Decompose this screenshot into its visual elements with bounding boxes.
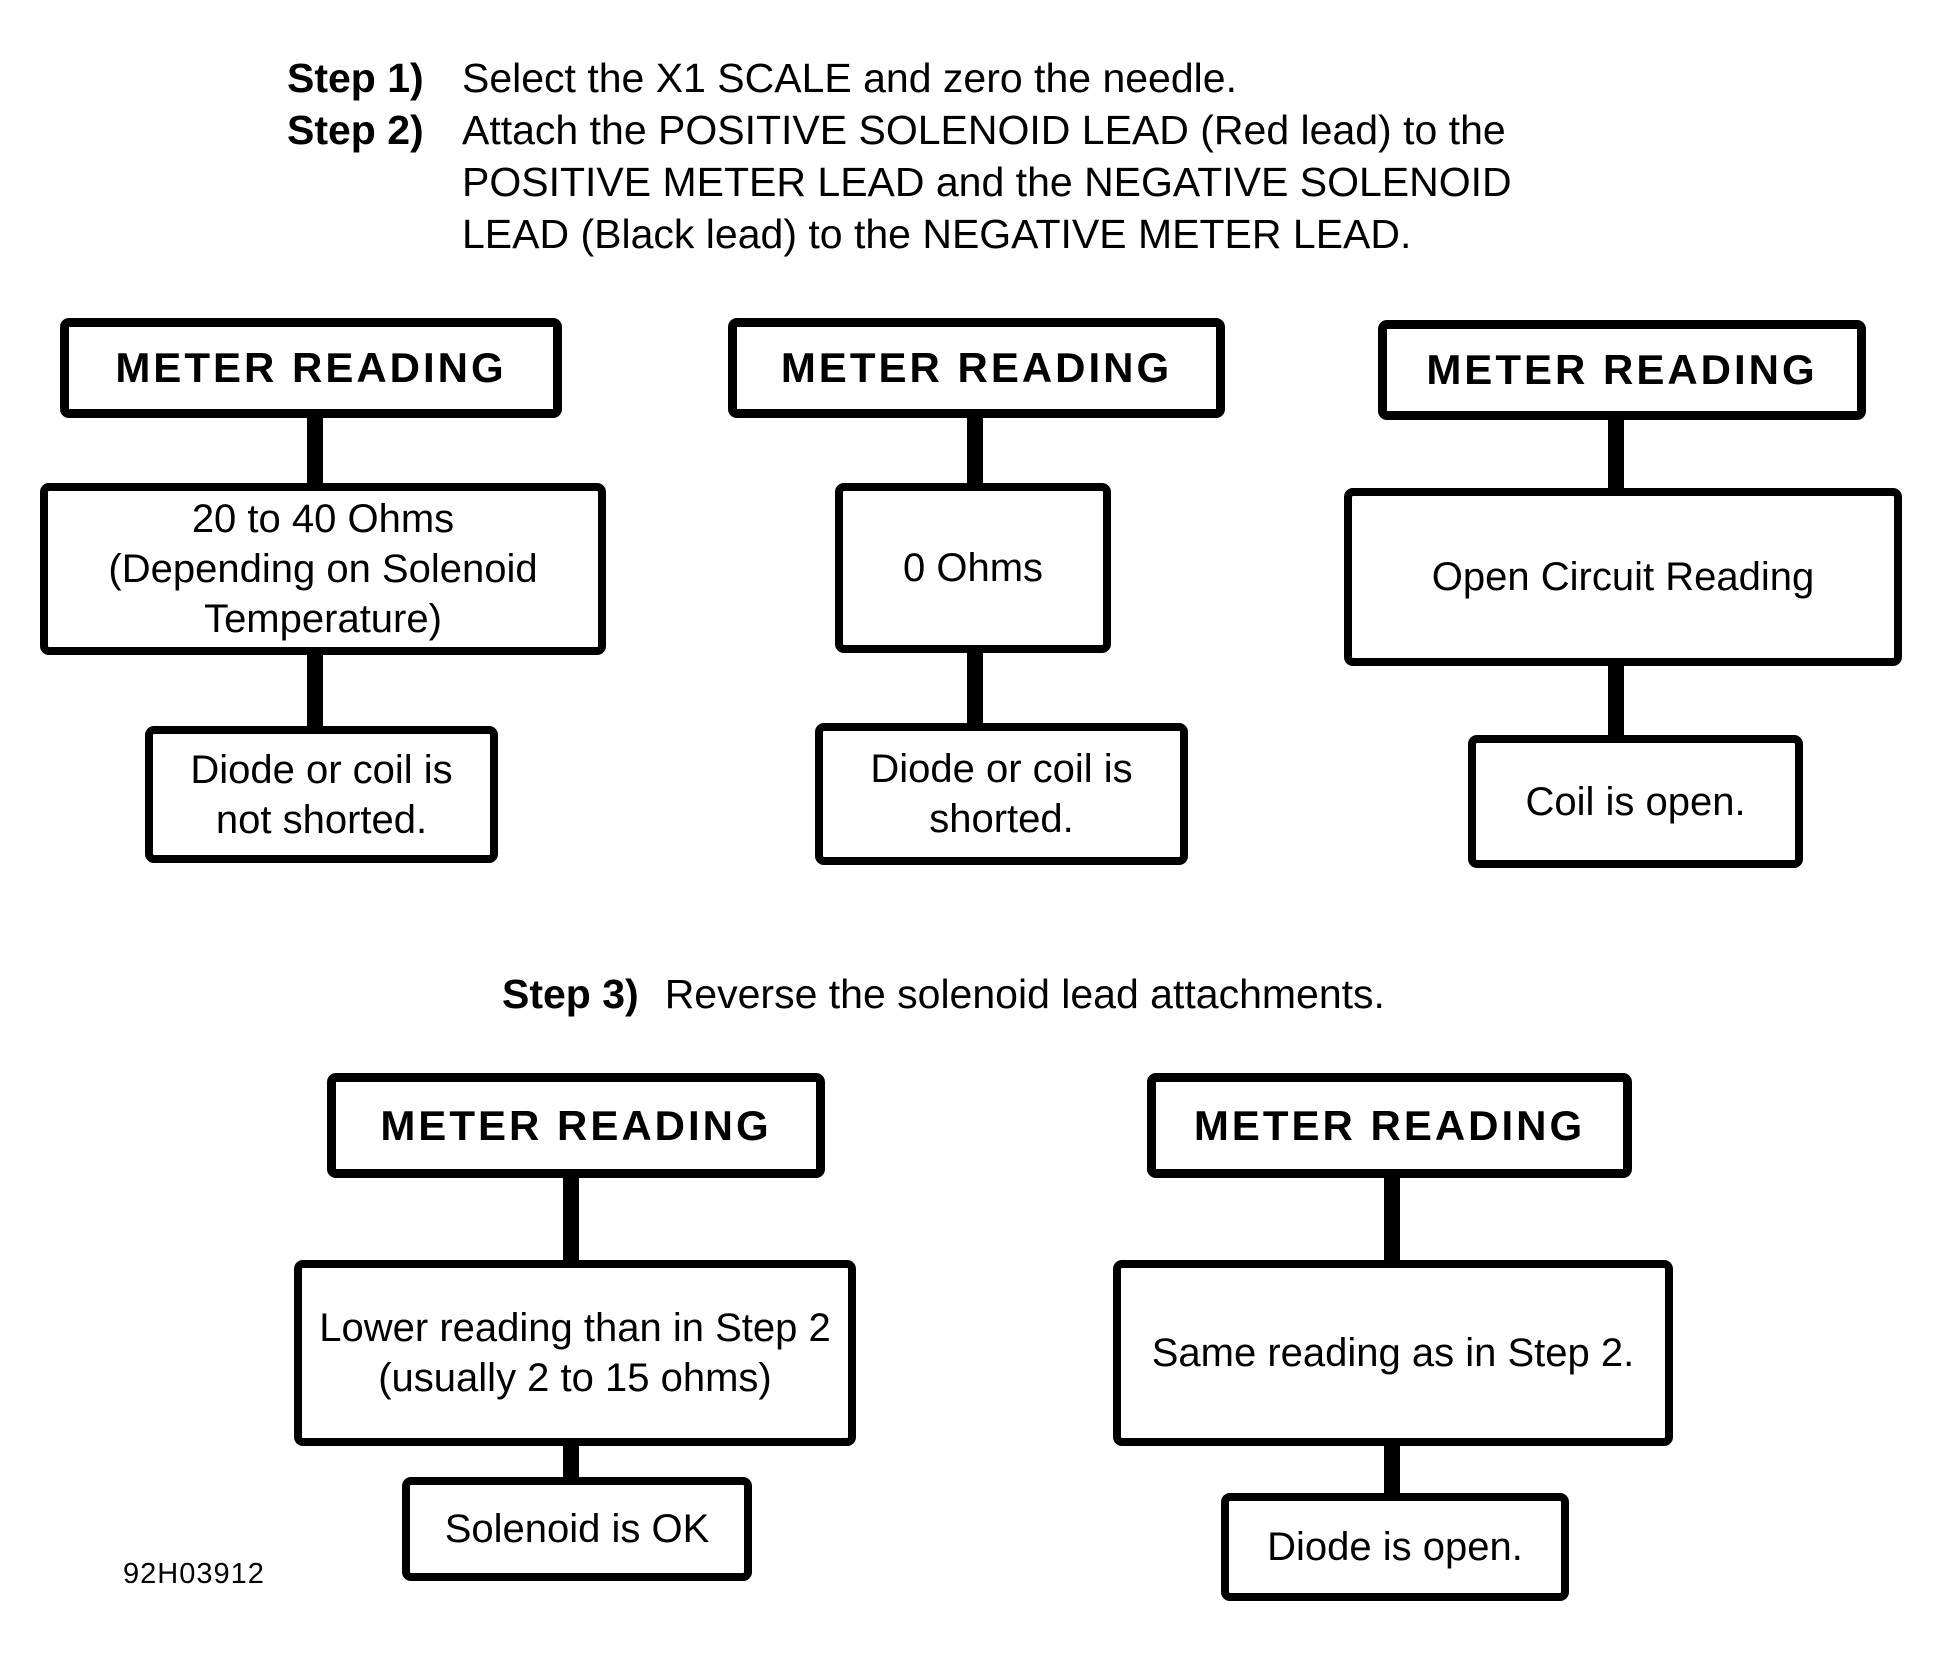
connector-line bbox=[967, 412, 983, 488]
meter-reading-label: METER READING bbox=[780, 344, 1173, 391]
conclusion-text: Diode or coil is not shorted. bbox=[190, 745, 452, 845]
conclusion-text: Diode or coil is shorted. bbox=[870, 744, 1132, 844]
reading-result-box: Lower reading than in Step 2 (usually 2 … bbox=[294, 1260, 856, 1446]
reading-line: Same reading as in Step 2. bbox=[1151, 1331, 1635, 1375]
reading-line: (Depending on Solenoid bbox=[108, 547, 538, 591]
figure-id: 92H03912 bbox=[123, 1558, 265, 1590]
reading-result-text: Lower reading than in Step 2 (usually 2 … bbox=[319, 1303, 830, 1403]
reading-result-text: Same reading as in Step 2. bbox=[1152, 1328, 1635, 1378]
meter-reading-label: METER READING bbox=[1193, 1101, 1586, 1149]
conclusion-box: Diode or coil is shorted. bbox=[815, 723, 1188, 865]
meter-reading-header-box: METER READING bbox=[1378, 320, 1866, 420]
conclusion-text: Coil is open. bbox=[1525, 777, 1745, 827]
conclusion-text: Solenoid is OK bbox=[445, 1504, 710, 1554]
meter-reading-label: METER READING bbox=[380, 1101, 772, 1149]
conclusion-line: shorted. bbox=[929, 797, 1074, 841]
step-1-text: Select the X1 SCALE and zero the needle. bbox=[462, 55, 1237, 101]
step-3-instruction: Step 3) Reverse the solenoid lead attachm… bbox=[502, 968, 1385, 1020]
reading-line: 20 to 40 Ohms bbox=[191, 497, 455, 541]
step-3-label: Step 3) bbox=[502, 971, 639, 1017]
test-instructions: Step 1) Select the X1 SCALE and zero the… bbox=[287, 52, 1512, 260]
reading-result-box: 0 Ohms bbox=[835, 483, 1111, 653]
meter-reading-header-box: METER READING bbox=[60, 318, 562, 418]
step-2-instruction: Step 2) Attach the POSITIVE SOLENOID LEA… bbox=[287, 104, 1512, 260]
meter-reading-header-box: METER READING bbox=[1147, 1073, 1632, 1178]
reading-line: 0 Ohms bbox=[902, 546, 1044, 590]
reading-result-text: 20 to 40 Ohms (Depending on Solenoid Tem… bbox=[108, 494, 537, 644]
conclusion-box: Solenoid is OK bbox=[402, 1477, 752, 1581]
conclusion-line: Diode is open. bbox=[1267, 1525, 1523, 1569]
step-2-text-line-2: POSITIVE METER LEAD and the NEGATIVE SOL… bbox=[462, 159, 1512, 205]
conclusion-box: Diode or coil is not shorted. bbox=[145, 726, 498, 863]
step-2-text-line-1: Attach the POSITIVE SOLENOID LEAD (Red l… bbox=[462, 107, 1506, 153]
connector-line bbox=[1608, 414, 1624, 494]
step-2-text: Attach the POSITIVE SOLENOID LEAD (Red l… bbox=[462, 104, 1512, 260]
connector-line bbox=[1384, 1172, 1400, 1266]
step-1-instruction: Step 1) Select the X1 SCALE and zero the… bbox=[287, 52, 1512, 104]
connector-line bbox=[563, 1172, 579, 1266]
meter-reading-label: METER READING bbox=[115, 344, 507, 391]
conclusion-text: Diode is open. bbox=[1267, 1522, 1523, 1572]
conclusion-box: Coil is open. bbox=[1468, 735, 1803, 868]
meter-reading-header-box: METER READING bbox=[327, 1073, 825, 1178]
conclusion-box: Diode is open. bbox=[1221, 1493, 1569, 1601]
step-1-label: Step 1) bbox=[287, 55, 424, 101]
reading-result-box: Open Circuit Reading bbox=[1344, 488, 1902, 666]
reading-result-box: 20 to 40 Ohms (Depending on Solenoid Tem… bbox=[40, 483, 606, 655]
connector-line bbox=[967, 648, 983, 728]
step-2-text-line-3: LEAD (Black lead) to the NEGATIVE METER … bbox=[462, 211, 1412, 257]
connector-line bbox=[1384, 1440, 1400, 1498]
conclusion-line: Coil is open. bbox=[1525, 779, 1746, 824]
conclusion-line: Solenoid is OK bbox=[444, 1507, 710, 1551]
conclusion-line: Diode or coil is bbox=[870, 747, 1133, 791]
reading-line: Temperature) bbox=[204, 597, 442, 641]
conclusion-line: not shorted. bbox=[215, 797, 428, 842]
meter-reading-header-box: METER READING bbox=[728, 318, 1225, 418]
reading-result-text: Open Circuit Reading bbox=[1432, 552, 1814, 602]
connector-line bbox=[1608, 660, 1624, 740]
conclusion-line: Diode or coil is bbox=[190, 747, 453, 792]
connector-line bbox=[563, 1440, 579, 1482]
connector-line bbox=[307, 650, 323, 732]
reading-line: (usually 2 to 15 ohms) bbox=[378, 1356, 772, 1400]
connector-line bbox=[307, 412, 323, 490]
step-3-text: Reverse the solenoid lead attachments. bbox=[664, 971, 1385, 1017]
reading-result-text: 0 Ohms bbox=[903, 543, 1043, 593]
reading-line: Lower reading than in Step 2 bbox=[319, 1306, 831, 1350]
meter-reading-label: METER READING bbox=[1426, 346, 1818, 393]
step-2-label: Step 2) bbox=[287, 107, 424, 153]
reading-line: Open Circuit Reading bbox=[1431, 555, 1815, 599]
reading-result-box: Same reading as in Step 2. bbox=[1113, 1260, 1673, 1446]
